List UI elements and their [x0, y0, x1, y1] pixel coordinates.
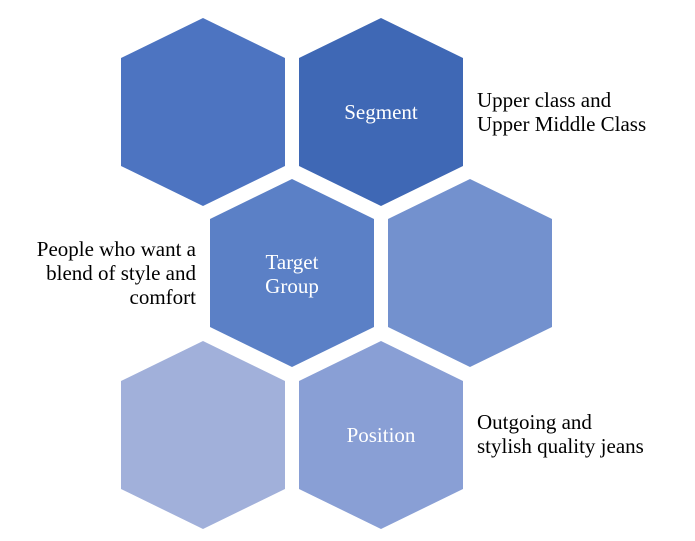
target-group-label-line1: Target	[266, 250, 319, 274]
position-description: Outgoing and stylish quality jeans	[477, 410, 644, 458]
target-group-label-line2: Group	[265, 274, 319, 298]
segment-description-line2: Upper Middle Class	[477, 112, 647, 136]
segment-description: Upper class and Upper Middle Class	[477, 88, 646, 136]
target-group-description-line2: blend of style and	[46, 261, 196, 285]
hexagon-target-group	[210, 179, 374, 367]
target-group-description: People who want a blend of style and com…	[8, 237, 196, 309]
hexagon-position	[299, 341, 463, 529]
segment-label: Segment	[344, 100, 418, 124]
target-group-description-line1: People who want a	[36, 237, 196, 261]
segment-description-line1: Upper class and	[477, 88, 612, 112]
target-group-description-line3: comfort	[129, 285, 196, 309]
position-label: Position	[347, 423, 416, 447]
hexagon-segment	[299, 18, 463, 206]
hexagon-middle-right	[388, 179, 552, 367]
hexagon-top-left	[121, 18, 285, 206]
hexagon-bottom-left	[121, 341, 285, 529]
position-description-line2: stylish quality jeans	[477, 434, 644, 458]
position-description-line1: Outgoing and	[477, 410, 592, 434]
